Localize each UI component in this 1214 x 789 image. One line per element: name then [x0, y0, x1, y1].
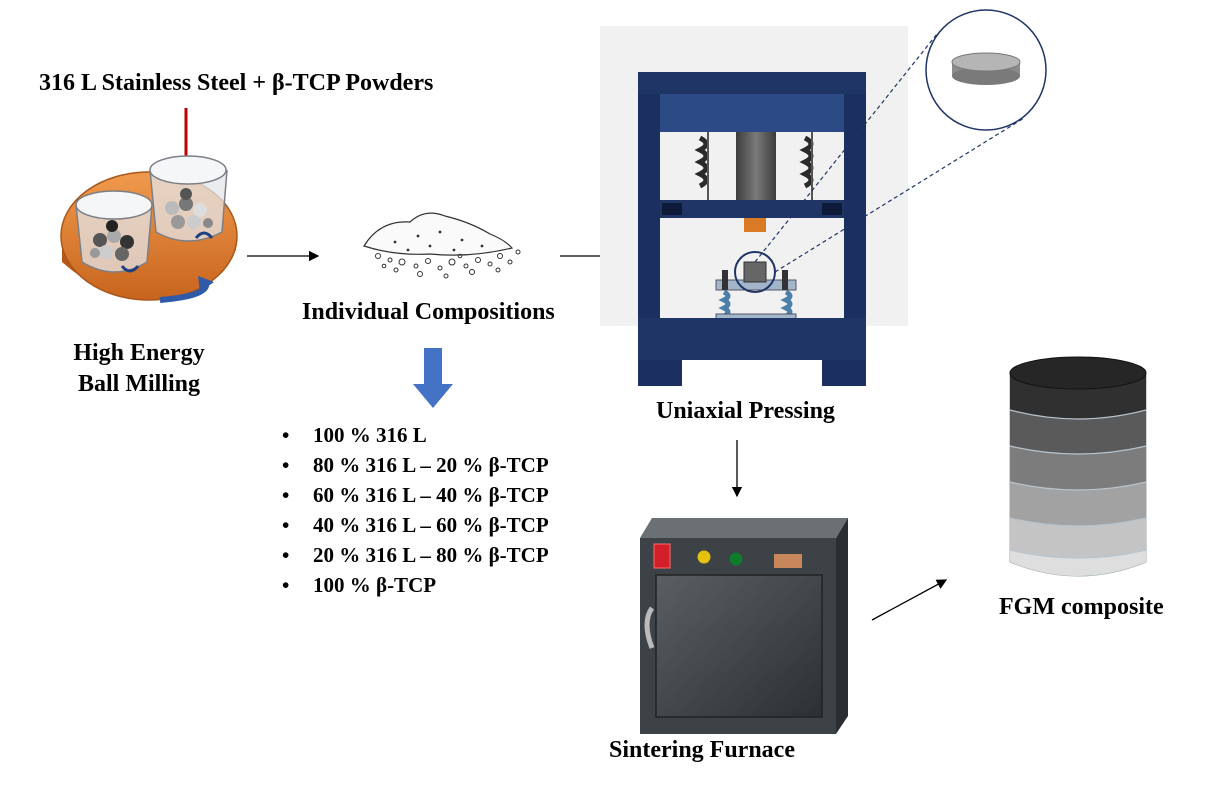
arrow-furnace-to-fgm [871, 579, 948, 621]
input-powders-label: 316 L Stainless Steel + β-TCP Powders [39, 70, 434, 96]
composition-list: • 100 % 316 L • 80 % 316 L – 20 % β-TCP • 6… [282, 420, 549, 600]
sintering-step-label: Sintering Furnace [609, 737, 795, 763]
compositions-step-label: Individual Compositions [302, 299, 555, 325]
composition-text: 100 % β-TCP [313, 573, 437, 597]
milling-jar-right [149, 155, 228, 242]
milling-label-line-1: High Energy [73, 340, 205, 366]
ball-mill-illustration [60, 155, 238, 303]
bullet-icon: • [282, 453, 290, 477]
list-item: • 60 % 316 L – 40 % β-TCP [282, 480, 549, 510]
milling-jar-left [75, 190, 153, 273]
list-item: • 80 % 316 L – 20 % β-TCP [282, 450, 549, 480]
bullet-icon: • [282, 483, 290, 507]
list-item: • 20 % 316 L – 80 % β-TCP [282, 540, 549, 570]
composition-text: 100 % 316 L [313, 423, 427, 447]
fgm-result-label: FGM composite [999, 594, 1164, 620]
milling-label-line-2: Ball Milling [77, 371, 200, 397]
uniaxial-press-illustration [600, 9, 1047, 386]
bullet-icon: • [282, 573, 290, 597]
bullet-icon: • [282, 543, 290, 567]
sintering-furnace-illustration [640, 518, 848, 734]
composition-text: 80 % 316 L – 20 % β-TCP [313, 453, 549, 477]
bullet-icon: • [282, 513, 290, 537]
composition-text: 20 % 316 L – 80 % β-TCP [313, 543, 549, 567]
powder-pile-illustration [363, 212, 521, 279]
bullet-icon: • [282, 423, 290, 447]
list-item: • 100 % β-TCP [282, 570, 549, 600]
fgm-cylinder-illustration [1009, 356, 1147, 577]
composition-text: 40 % 316 L – 60 % β-TCP [313, 513, 549, 537]
pressing-step-label: Uniaxial Pressing [656, 398, 835, 424]
milling-step-label: High Energy Ball Milling [44, 338, 234, 400]
list-item: • 40 % 316 L – 60 % β-TCP [282, 510, 549, 540]
composition-text: 60 % 316 L – 40 % β-TCP [313, 483, 549, 507]
blue-down-arrow [413, 348, 453, 408]
list-item: • 100 % 316 L [282, 420, 549, 450]
